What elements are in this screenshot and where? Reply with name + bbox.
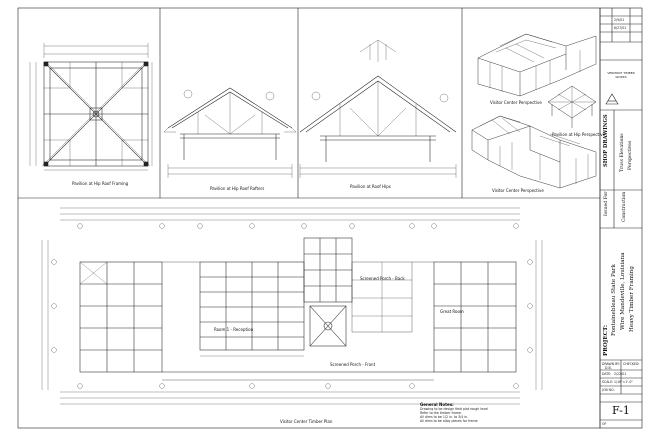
caption-pavilion-perspective: Pavilion at Hip Perspective [552, 132, 606, 137]
shop-drawings-label: SHOP DRAWINGS [603, 114, 609, 167]
timber-plan [41, 207, 543, 405]
title-block-frame [599, 7, 643, 429]
sheet-border [17, 7, 601, 429]
general-note-4: All dims to be alloy pieces for frame [420, 419, 478, 423]
date-label: DATE: [602, 372, 612, 376]
date-value: 2/22/01 [614, 372, 627, 376]
caption-roof-hips: Pavilion at Roof Hips [350, 184, 391, 189]
perspective-views [471, 33, 597, 189]
project-line-1: Fontainebleau State Park [611, 264, 617, 336]
general-note-1: Drawing to be design field plot rough le… [420, 407, 488, 411]
company-logo-mark [605, 93, 619, 105]
label-screened-porch-back: Screened Porch - Back [360, 276, 405, 281]
scale-value: 1/16"=1'-0" [614, 380, 633, 384]
revision-date-1: 2/5/01 [614, 18, 625, 22]
sheet-of-label: OF [602, 422, 607, 426]
project-line-3: Heavy Timber Framing [629, 266, 635, 332]
sheet-subject-line-2: Perspectives [628, 140, 633, 170]
label-screened-porch-front: Screened Porch - Front [330, 362, 376, 367]
caption-visitor-center-perspective: Visitor Center Perspective [490, 100, 542, 105]
roof-hips-elevation [299, 39, 457, 178]
drawn-by-value: D.B. [605, 366, 612, 370]
general-note-3: All dims to be 1/2 in. to 3/4 in. [420, 415, 469, 419]
construction-label: Construction [622, 191, 627, 222]
project-line-2: Wire Mandeville, Louisiana [620, 252, 626, 330]
revision-date-2: 6/27/01 [614, 26, 627, 30]
sheet-number: F-1 [612, 404, 630, 417]
hip-roof-framing-plan [29, 43, 153, 171]
label-great-room: Great Room [440, 309, 464, 314]
general-notes-title: General Notes: [420, 402, 454, 407]
caption-hip-roof-rafters: Pavilion at Hip Roof Rafters [210, 186, 265, 191]
caption-hip-roof-framing: Pavilion at Hip Roof Framing [72, 181, 129, 186]
caption-timber-plan: Visitor Center Timber Plan [280, 419, 333, 424]
sheet-subject-line-1: Truss Elevations [620, 133, 625, 172]
label-reception: Room 1 - Reception [214, 327, 254, 332]
scale-label: SCALE: [602, 380, 614, 384]
issued-for-label: Issued For [604, 191, 609, 216]
general-note-2: Refer to the timber frame. [420, 411, 462, 415]
drawn-by-label: DRAWN BY: [602, 362, 620, 366]
checked-label: CHECKED: [623, 362, 640, 366]
caption-visitor-center-perspective-2: Visitor Center Perspective [492, 188, 544, 193]
project-label: PROJECT: [603, 324, 609, 356]
job-number-label: JOB NO: [602, 388, 615, 392]
hip-roof-rafters-elevation [163, 87, 297, 178]
company-name: VERMONT TIMBER WORKS [607, 71, 635, 79]
